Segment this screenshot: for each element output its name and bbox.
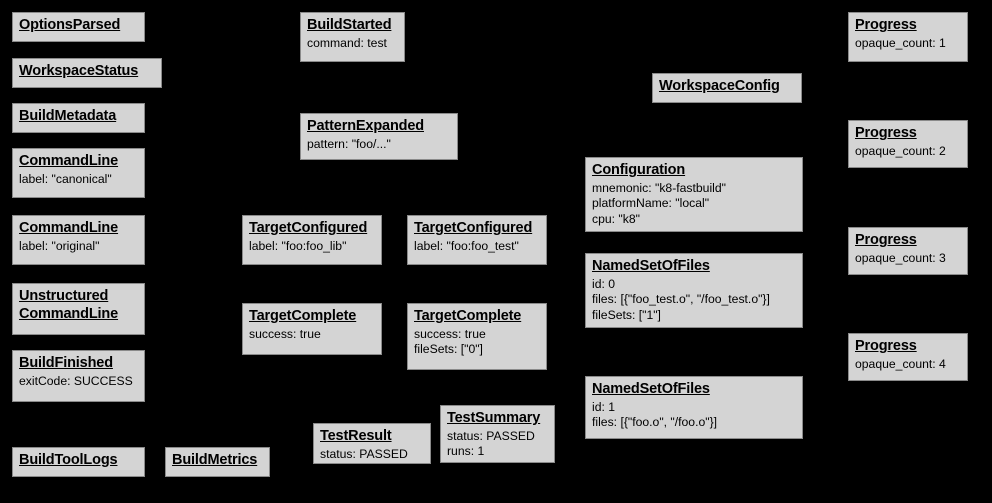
event-node-pattern-expanded[interactable]: PatternExpanded pattern: "foo/..." <box>300 113 458 160</box>
event-node-fields: status: PASSED runs: 1 <box>447 428 535 459</box>
event-node-fields: opaque_count: 3 <box>855 250 946 265</box>
event-node-options-parsed[interactable]: OptionsParsed <box>12 12 145 42</box>
event-node-title: Progress <box>855 125 917 141</box>
event-node-fields: success: true <box>249 326 321 341</box>
event-node-fields: exitCode: SUCCESS <box>19 373 133 388</box>
event-node-title: Progress <box>855 232 917 248</box>
event-node-fields: pattern: "foo/..." <box>307 136 391 151</box>
event-node-title: Progress <box>855 338 917 354</box>
event-node-workspace-config[interactable]: WorkspaceConfig <box>652 73 802 103</box>
event-node-title: TestSummary <box>447 410 541 426</box>
event-node-fields: id: 0 files: [{"foo_test.o", "/foo_test.… <box>592 276 770 322</box>
event-node-build-metrics[interactable]: BuildMetrics <box>165 447 270 477</box>
event-node-build-tool-logs[interactable]: BuildToolLogs <box>12 447 145 477</box>
event-node-title: BuildToolLogs <box>19 452 118 468</box>
event-node-target-configured-foo-lib[interactable]: TargetConfigured label: "foo:foo_lib" <box>242 215 382 265</box>
event-node-fields: label: "foo:foo_lib" <box>249 238 347 253</box>
event-node-title: TargetConfigured <box>414 220 533 236</box>
event-node-title: BuildMetadata <box>19 108 117 124</box>
event-node-target-complete-test[interactable]: TargetComplete success: true fileSets: ["… <box>407 303 547 370</box>
event-node-fields: label: "canonical" <box>19 171 112 186</box>
event-node-test-result[interactable]: TestResult status: PASSED <box>313 423 431 464</box>
event-node-progress-2[interactable]: Progress opaque_count: 2 <box>848 120 968 168</box>
event-node-title: PatternExpanded <box>307 118 424 134</box>
event-node-workspace-status[interactable]: WorkspaceStatus <box>12 58 162 88</box>
event-node-fields: opaque_count: 1 <box>855 35 946 50</box>
event-node-test-summary[interactable]: TestSummary status: PASSED runs: 1 <box>440 405 555 463</box>
event-node-build-started[interactable]: BuildStarted command: test <box>300 12 405 62</box>
event-node-title: BuildFinished <box>19 355 113 371</box>
event-node-title: TargetConfigured <box>249 220 368 236</box>
event-node-fields: status: PASSED <box>320 446 408 461</box>
event-node-named-set-of-files-1[interactable]: NamedSetOfFiles id: 1 files: [{"foo.o", "… <box>585 376 803 439</box>
event-node-named-set-of-files-0[interactable]: NamedSetOfFiles id: 0 files: [{"foo_test.… <box>585 253 803 328</box>
event-node-title: BuildStarted <box>307 17 392 33</box>
event-node-fields: opaque_count: 4 <box>855 356 946 371</box>
event-node-build-finished[interactable]: BuildFinished exitCode: SUCCESS <box>12 350 145 402</box>
event-node-title: TargetComplete <box>249 308 357 324</box>
event-node-unstructured-command-line[interactable]: Unstructured CommandLine <box>12 283 145 335</box>
event-node-progress-4[interactable]: Progress opaque_count: 4 <box>848 333 968 381</box>
event-node-progress-1[interactable]: Progress opaque_count: 1 <box>848 12 968 62</box>
event-node-title: BuildMetrics <box>172 452 258 468</box>
event-node-fields: label: "foo:foo_test" <box>414 238 519 253</box>
event-node-fields: opaque_count: 2 <box>855 143 946 158</box>
event-node-title: NamedSetOfFiles <box>592 381 710 397</box>
event-node-configuration[interactable]: Configuration mnemonic: "k8-fastbuild" pl… <box>585 157 803 232</box>
event-node-target-configured-foo-test[interactable]: TargetConfigured label: "foo:foo_test" <box>407 215 547 265</box>
event-node-title: Configuration <box>592 162 686 178</box>
event-node-fields: success: true fileSets: ["0"] <box>414 326 486 357</box>
event-node-title: TargetComplete <box>414 308 522 324</box>
event-node-title: TestResult <box>320 428 392 444</box>
event-node-title: WorkspaceStatus <box>19 63 139 79</box>
event-node-fields: id: 1 files: [{"foo.o", "/foo.o"}] <box>592 399 718 430</box>
event-node-command-line-original[interactable]: CommandLine label: "original" <box>12 215 145 265</box>
event-node-fields: command: test <box>307 35 387 50</box>
event-node-title: OptionsParsed <box>19 17 121 33</box>
event-node-title: CommandLine <box>19 220 119 236</box>
event-node-command-line-canonical[interactable]: CommandLine label: "canonical" <box>12 148 145 198</box>
event-node-progress-3[interactable]: Progress opaque_count: 3 <box>848 227 968 275</box>
event-node-title: Unstructured CommandLine <box>19 288 119 322</box>
event-node-fields: mnemonic: "k8-fastbuild" platformName: "… <box>592 180 726 226</box>
event-node-title: NamedSetOfFiles <box>592 258 710 274</box>
event-node-title: CommandLine <box>19 153 119 169</box>
event-node-fields: label: "original" <box>19 238 100 253</box>
event-node-build-metadata[interactable]: BuildMetadata <box>12 103 145 133</box>
event-node-title: Progress <box>855 17 917 33</box>
event-node-target-complete-lib[interactable]: TargetComplete success: true <box>242 303 382 355</box>
event-node-title: WorkspaceConfig <box>659 78 780 94</box>
